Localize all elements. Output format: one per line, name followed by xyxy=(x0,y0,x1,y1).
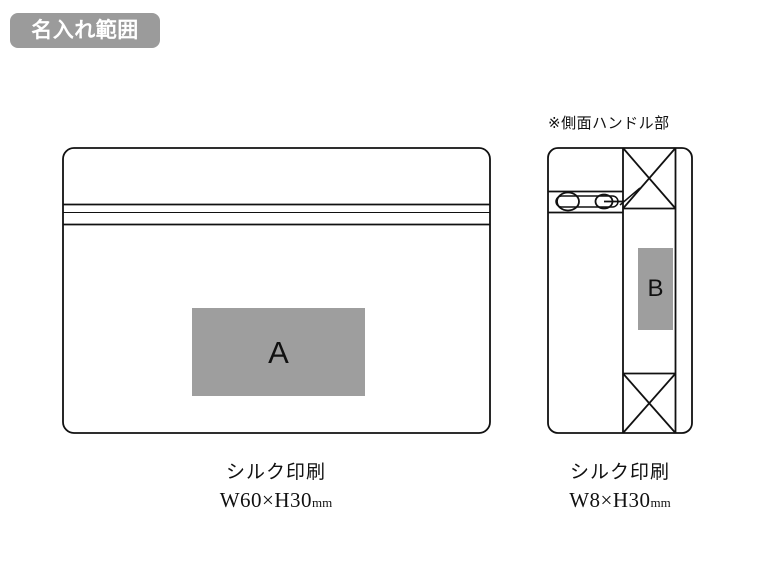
print-area-a: A xyxy=(192,308,365,396)
print-area-b-letter: B xyxy=(647,275,664,302)
print-area-a-letter: A xyxy=(268,334,289,370)
caption-side-size-unit: mm xyxy=(650,495,671,510)
imprint-area-badge-label: 名入れ範囲 xyxy=(31,18,139,42)
side-top-cross-panel xyxy=(622,147,677,210)
side-handle-ring xyxy=(556,191,580,212)
caption-front-method: シルク印刷 xyxy=(225,461,326,483)
caption-front: シルク印刷 W60×H30mm xyxy=(176,458,376,517)
caption-side-size-value: W8×H30 xyxy=(569,488,651,512)
side-pull-tab xyxy=(619,187,641,206)
caption-front-size-value: W60×H30 xyxy=(219,488,313,512)
side-handle-note: ※側面ハンドル部 xyxy=(548,114,670,132)
imprint-area-badge: 名入れ範囲 xyxy=(10,13,160,48)
side-handle-band xyxy=(548,187,641,214)
side-bottom-cross-panel xyxy=(622,372,677,434)
caption-side-method: シルク印刷 xyxy=(569,461,670,483)
side-zipper-pull xyxy=(594,193,614,210)
caption-front-size-unit: mm xyxy=(312,495,333,510)
caption-front-size: W60×H30mm xyxy=(176,486,376,517)
caption-side-size: W8×H30mm xyxy=(530,486,710,517)
caption-side: シルク印刷 W8×H30mm xyxy=(530,458,710,517)
print-area-b: B xyxy=(638,248,673,330)
